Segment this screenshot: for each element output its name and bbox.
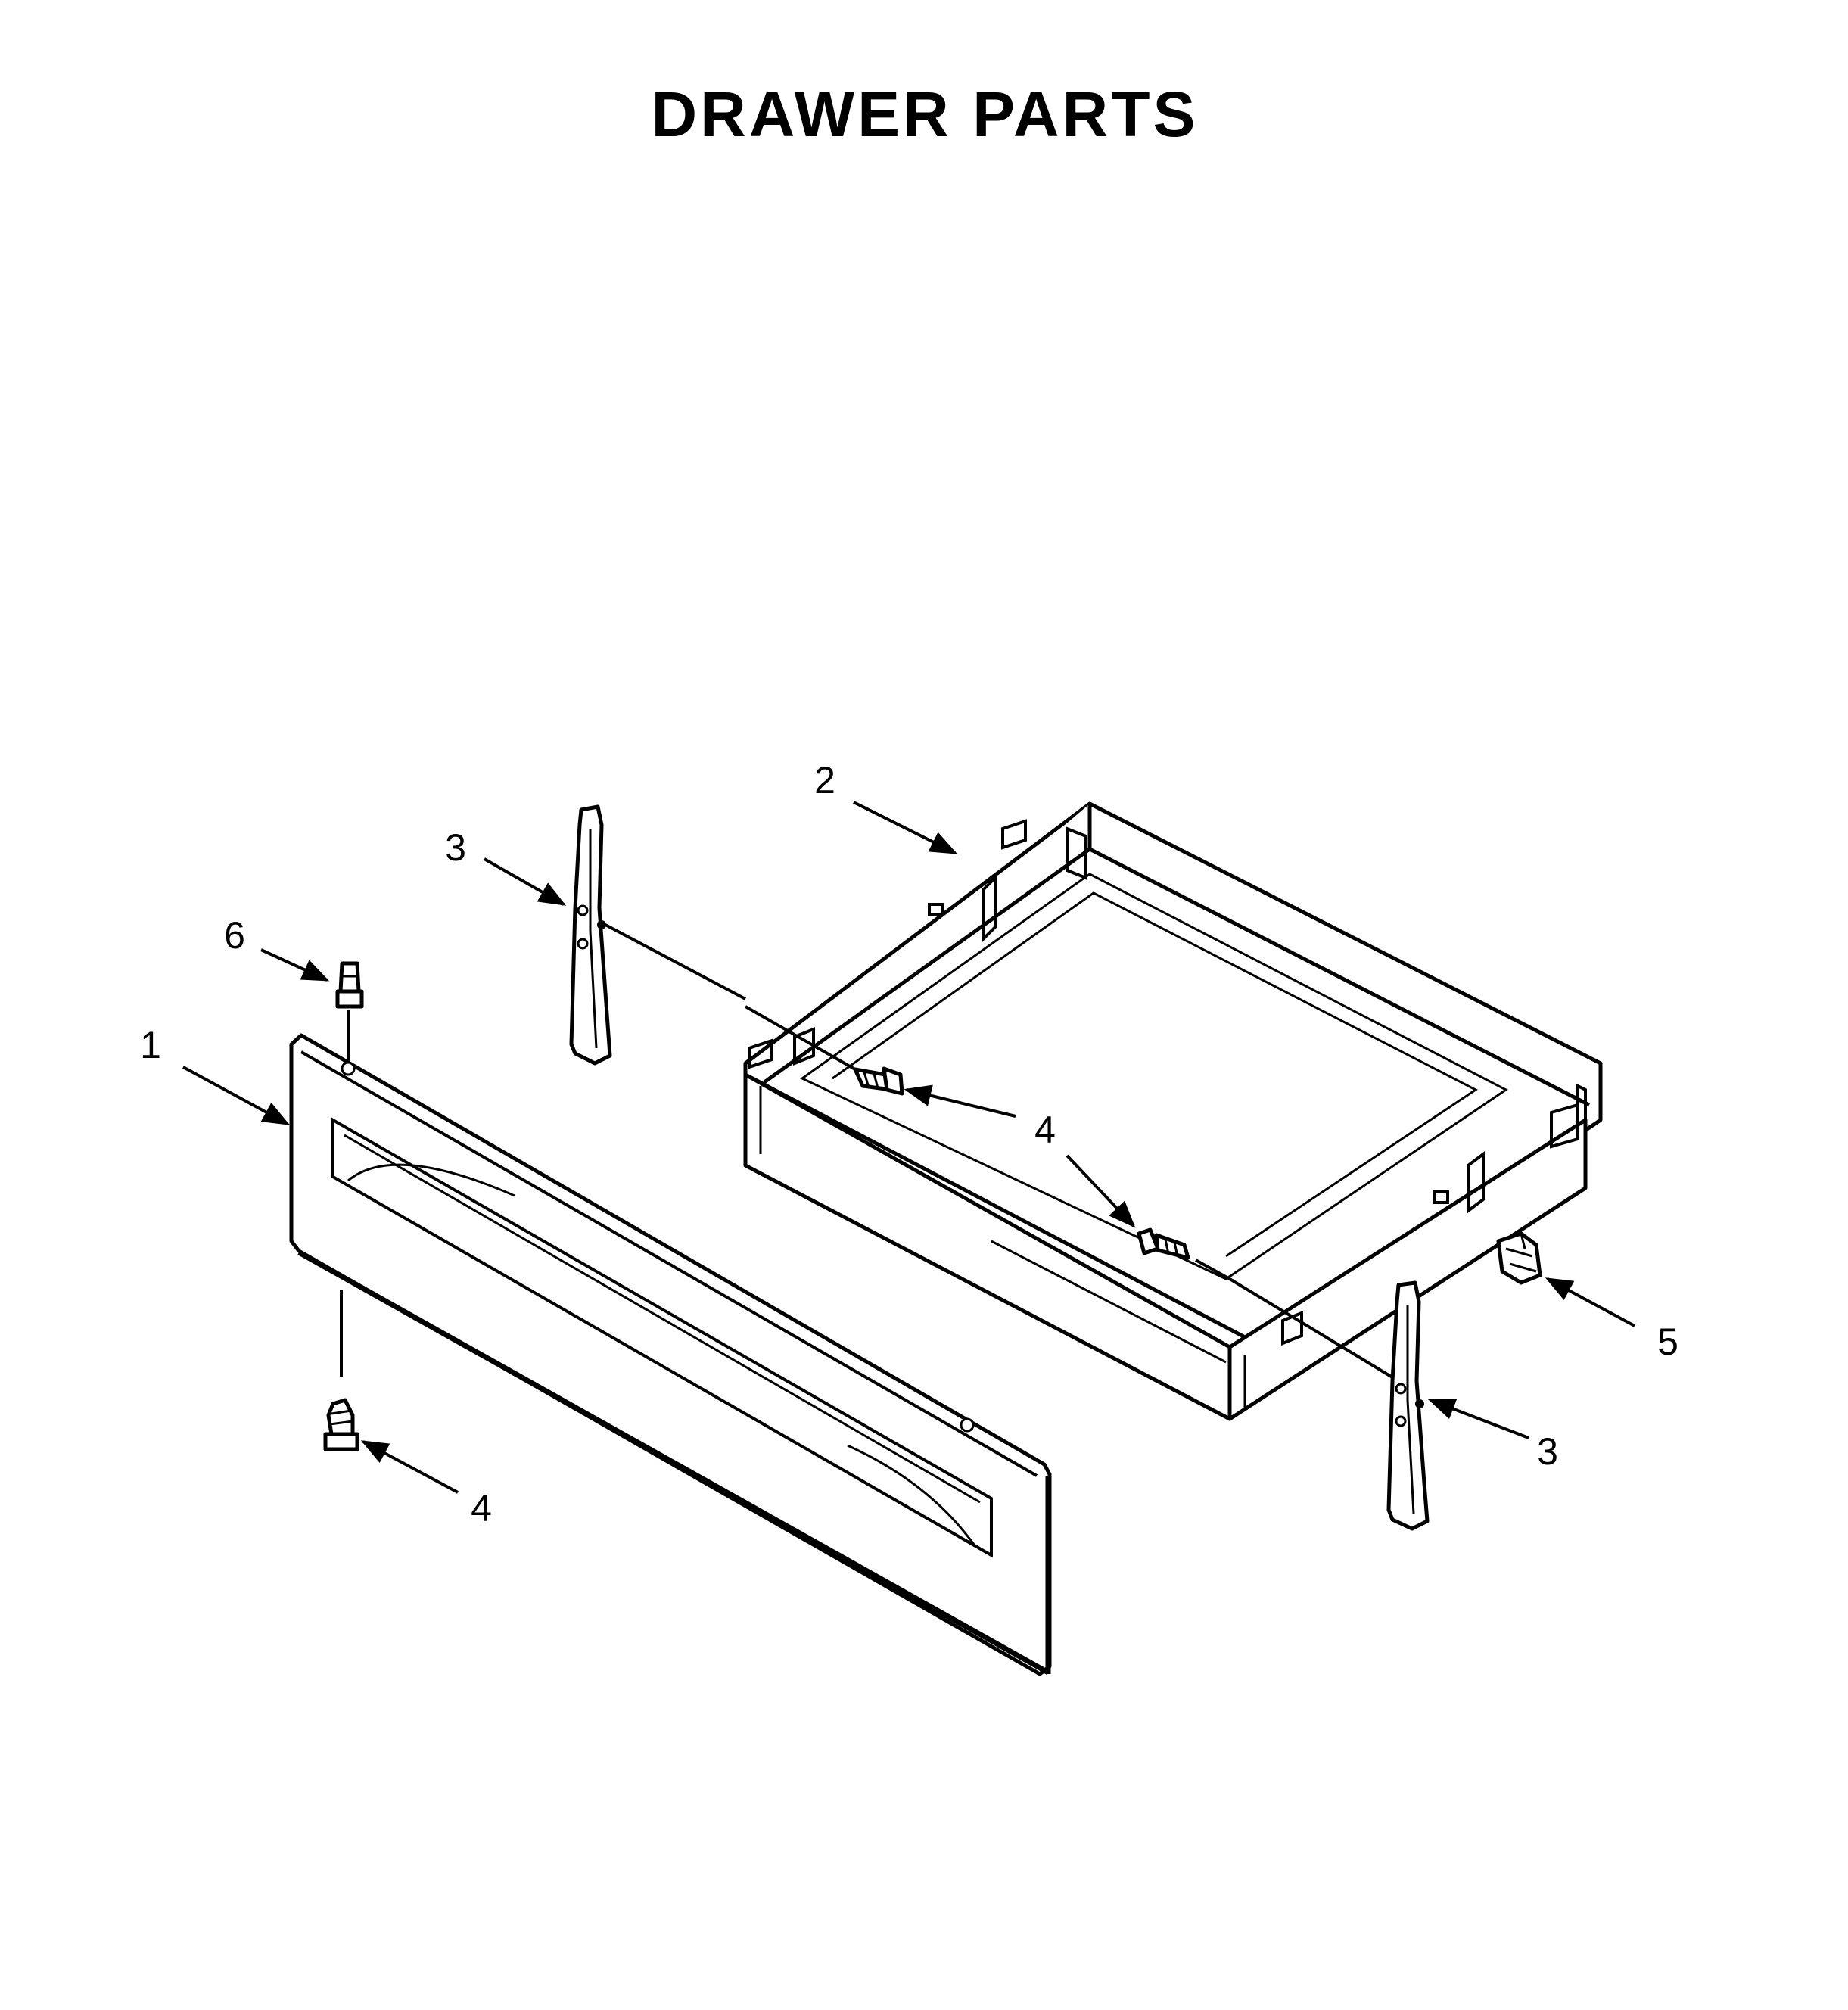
slide-bracket-right bbox=[1386, 1280, 1430, 1531]
callout-3-right: 3 bbox=[1537, 1430, 1558, 1473]
leader-arrow-4-right bbox=[1066, 1154, 1136, 1228]
drawer-box bbox=[743, 801, 1603, 1421]
assembly-line-bracket-right bbox=[1228, 1277, 1394, 1379]
screw-bottom bbox=[323, 1290, 359, 1451]
leader-arrow-3-right bbox=[1427, 1399, 1529, 1439]
page-title: DRAWER PARTS bbox=[651, 79, 1198, 150]
assembly-line-screw-center bbox=[745, 1005, 856, 1071]
leader-arrow-3-left bbox=[484, 857, 567, 906]
leader-arrow-2 bbox=[853, 801, 958, 854]
callout-5: 5 bbox=[1657, 1321, 1678, 1363]
screw-center bbox=[853, 1066, 904, 1096]
drawer-front-panel bbox=[289, 1033, 1052, 1676]
callout-4-center: 4 bbox=[1034, 1109, 1056, 1151]
leader-arrow-4-center bbox=[904, 1084, 1016, 1118]
leader-arrow-6 bbox=[260, 948, 330, 982]
drawer-stud bbox=[335, 961, 364, 1063]
callout-1: 1 bbox=[140, 1024, 161, 1066]
slide-bracket-left bbox=[569, 804, 612, 1066]
leader-arrow-4-bottom bbox=[360, 1440, 459, 1494]
callout-4-bottom: 4 bbox=[471, 1487, 492, 1529]
screw-right bbox=[1137, 1227, 1230, 1280]
callout-6: 6 bbox=[224, 914, 245, 957]
drawer-clip bbox=[1496, 1231, 1542, 1285]
callout-3-left: 3 bbox=[445, 826, 466, 869]
assembly-line-bracket-left bbox=[605, 923, 746, 1000]
callout-2: 2 bbox=[814, 759, 835, 801]
leader-arrow-1 bbox=[182, 1066, 291, 1125]
leader-arrow-5 bbox=[1545, 1277, 1635, 1327]
